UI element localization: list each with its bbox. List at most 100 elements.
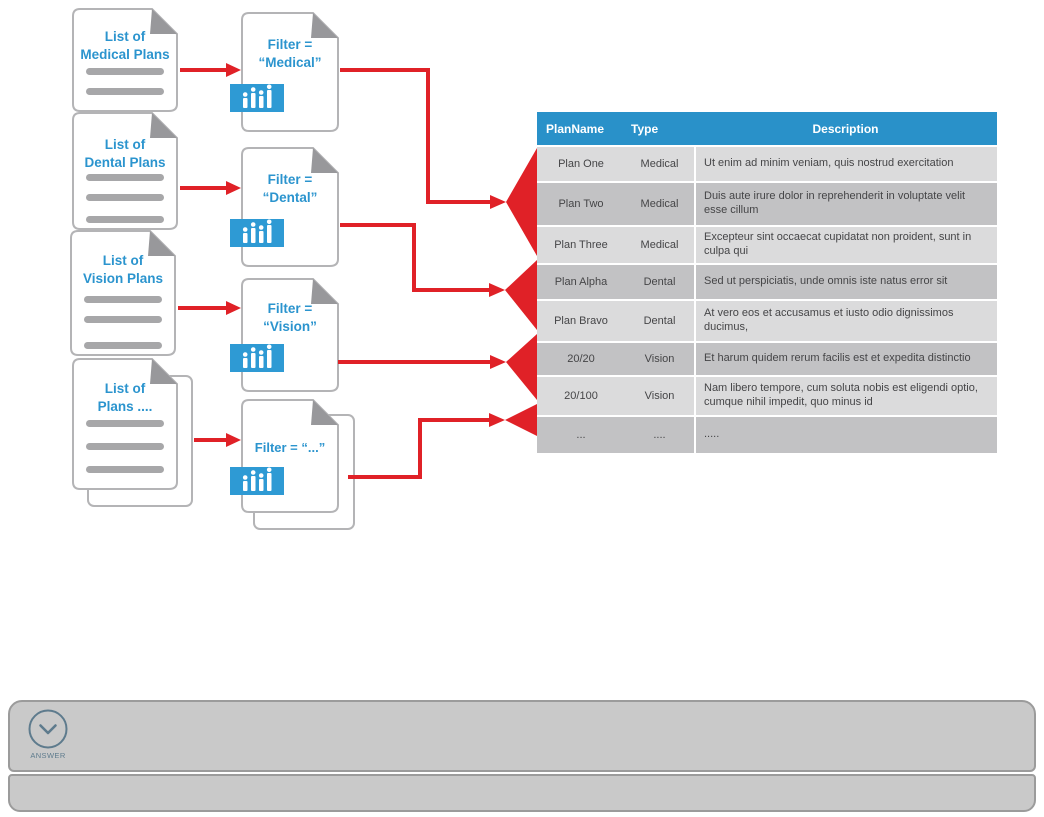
arrowhead-icon <box>226 433 241 447</box>
source-doc-dental: List of Dental Plans <box>72 112 178 230</box>
table-row: Plan One Medical Ut enim ad minim veniam… <box>537 147 997 181</box>
answer-panel: ANSWER <box>8 700 1036 772</box>
filter-label-line: Filter = <box>267 301 313 316</box>
doc-title-line: Medical Plans <box>80 46 170 62</box>
group-wedge-other <box>505 404 537 436</box>
arrowhead-icon <box>226 301 241 315</box>
doc-title: List of Dental Plans <box>72 136 178 172</box>
filter-label: Filter = “Dental” <box>241 171 339 207</box>
document-page-shape <box>241 147 339 267</box>
text-line <box>86 68 164 75</box>
text-line <box>86 420 164 427</box>
text-line <box>86 174 164 181</box>
cell-planname: Plan Bravo <box>537 301 625 341</box>
source-doc-other: List of Plans .... <box>72 358 193 507</box>
cell-description: Excepteur sint occaecat cupidatat non pr… <box>694 227 997 263</box>
dog-ear-fold-icon <box>311 148 338 173</box>
col-header-type: Type <box>625 112 694 145</box>
cell-description: Ut enim ad minim veniam, quis nostrud ex… <box>694 147 997 181</box>
table-row: Plan Two Medical Duis aute irure dolor i… <box>537 183 997 225</box>
cell-type: Medical <box>625 147 694 181</box>
cell-planname: Plan Two <box>537 183 625 225</box>
cell-planname: 20/20 <box>537 343 625 375</box>
dog-ear-fold-icon <box>311 13 338 38</box>
filter-label-line: “Medical” <box>258 54 322 70</box>
bar-chart-icon <box>230 344 284 372</box>
doc-title: List of Plans .... <box>72 380 178 416</box>
group-wedge-medical <box>506 148 537 256</box>
text-line <box>84 316 162 323</box>
doc-title-line: List of <box>104 137 146 152</box>
cell-planname: Plan One <box>537 147 625 181</box>
doc-title-line: Vision Plans <box>82 270 164 286</box>
filter-label-line: Filter = “...” <box>254 440 326 455</box>
arrowhead-icon <box>489 283 505 297</box>
doc-title: List of Medical Plans <box>72 28 178 64</box>
cell-planname: Plan Alpha <box>537 265 625 299</box>
cell-type: Medical <box>625 183 694 225</box>
dog-ear-fold-icon <box>150 359 177 384</box>
table-row: 20/20 Vision Et harum quidem rerum facil… <box>537 343 997 375</box>
filter-doc-medical: Filter = “Medical” <box>230 12 339 132</box>
cell-description: At vero eos et accusamus et iusto odio d… <box>694 301 997 341</box>
cell-type: Vision <box>625 343 694 375</box>
cell-description: Et harum quidem rerum facilis est et exp… <box>694 343 997 375</box>
bar-chart-icon <box>230 467 284 495</box>
cell-description: Sed ut perspiciatis, unde omnis iste nat… <box>694 265 997 299</box>
table-row: ... .... ..... <box>537 417 997 453</box>
filter-label: Filter = “Vision” <box>241 300 339 336</box>
filter-doc-other: Filter = “...” <box>230 399 355 530</box>
dog-ear-fold-icon <box>311 400 338 425</box>
text-line <box>84 296 162 303</box>
filter-label-line: Filter = <box>267 37 313 52</box>
bar-chart-icon <box>230 219 284 247</box>
source-doc-medical: List of Medical Plans <box>72 8 178 112</box>
cell-description: Duis aute irure dolor in reprehenderit i… <box>694 183 997 225</box>
answer-panel-footer <box>8 774 1036 812</box>
arrowhead-icon <box>226 63 241 77</box>
doc-title-line: List of <box>102 253 144 268</box>
table-header: PlanName Type Description <box>537 112 997 145</box>
col-header-planname: PlanName <box>537 112 625 145</box>
arrowhead-icon <box>226 181 241 195</box>
answer-toggle-button[interactable]: ANSWER <box>24 708 72 760</box>
table-row: Plan Bravo Dental At vero eos et accusam… <box>537 301 997 341</box>
filter-label-line: Filter = <box>267 172 313 187</box>
filter-label: Filter = “Medical” <box>241 36 339 72</box>
group-wedge-vision <box>506 334 537 400</box>
doc-title-line: List of <box>104 381 146 396</box>
dog-ear-fold-icon <box>150 113 177 138</box>
table-row: 20/100 Vision Nam libero tempore, cum so… <box>537 377 997 415</box>
cell-planname: 20/100 <box>537 377 625 415</box>
cell-type: .... <box>625 417 694 453</box>
cell-planname: Plan Three <box>537 227 625 263</box>
filter-doc-vision: Filter = “Vision” <box>230 278 339 392</box>
filter-doc-dental: Filter = “Dental” <box>230 147 339 267</box>
text-line <box>84 342 162 349</box>
text-line <box>86 194 164 201</box>
dog-ear-fold-icon <box>148 231 175 256</box>
doc-title: List of Vision Plans <box>70 252 176 288</box>
cell-type: Dental <box>625 301 694 341</box>
group-wedge-dental <box>505 260 537 330</box>
table-row: Plan Alpha Dental Sed ut perspiciatis, u… <box>537 265 997 299</box>
filter-label: Filter = “...” <box>241 439 339 456</box>
table-row: Plan Three Medical Excepteur sint occaec… <box>537 227 997 263</box>
plan-table: PlanName Type Description Plan One Medic… <box>537 110 997 455</box>
text-line <box>86 216 164 223</box>
cell-description: ..... <box>694 417 997 453</box>
text-line <box>86 443 164 450</box>
cell-description: Nam libero tempore, cum soluta nobis est… <box>694 377 997 415</box>
document-page-shape <box>70 230 176 356</box>
bar-chart-icon <box>230 84 284 112</box>
cell-type: Vision <box>625 377 694 415</box>
cell-type: Medical <box>625 227 694 263</box>
arrowhead-icon <box>489 413 505 427</box>
cell-planname: ... <box>537 417 625 453</box>
text-line <box>86 466 164 473</box>
dog-ear-fold-icon <box>150 9 177 34</box>
col-header-description: Description <box>694 112 997 145</box>
source-doc-vision: List of Vision Plans <box>70 230 176 356</box>
document-page-shape <box>241 12 339 132</box>
